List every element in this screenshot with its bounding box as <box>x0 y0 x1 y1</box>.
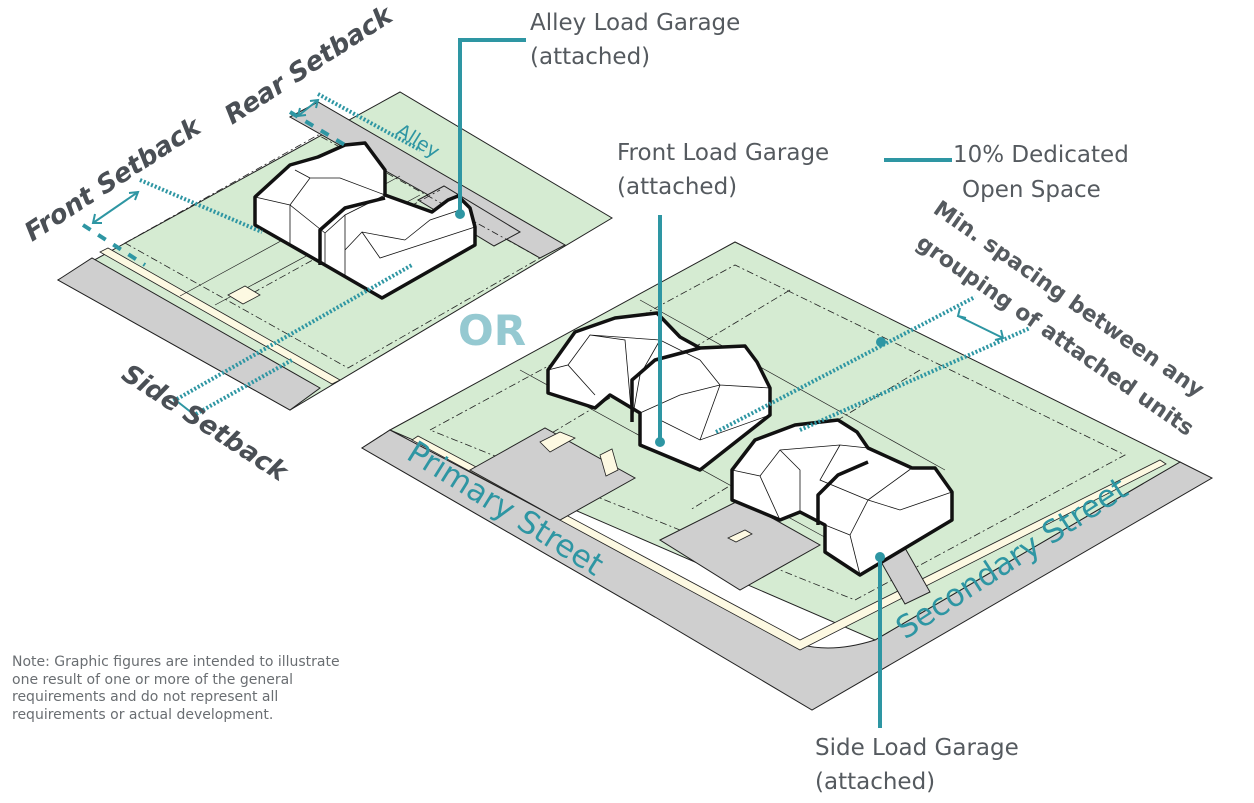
front-load-driveway <box>468 427 637 521</box>
corner-parcel <box>361 241 1214 711</box>
corner-lot-line <box>639 299 946 471</box>
alley-garage-marker <box>455 209 465 219</box>
alley-parcel-walkway <box>227 285 261 305</box>
spacing-arrow <box>957 315 1004 339</box>
house-roof-ridge <box>731 444 953 576</box>
side-setback-dimension <box>169 263 413 416</box>
open-space-label-line1: 10% Dedicated <box>953 142 1129 168</box>
front-setback-ticks <box>81 223 147 267</box>
front-garage-label-line2: (attached) <box>617 174 737 200</box>
front-garage-label-line1: Front Load Garage <box>617 140 829 166</box>
spacing-line-1 <box>715 295 976 434</box>
rear-setback-dimension <box>288 92 421 152</box>
arrowhead-icon <box>296 98 320 118</box>
side-garage-label-line2: (attached) <box>815 769 935 795</box>
rear-setback-line <box>317 92 421 152</box>
house-roof-ridge <box>254 169 476 276</box>
alley-parcel-street <box>57 257 321 411</box>
alley-load-house <box>253 141 477 300</box>
front-garage-marker <box>655 437 665 447</box>
side-setback-line-1 <box>169 263 413 405</box>
alley-load-parcel <box>56 91 613 411</box>
disclaimer-note: Note: Graphic figures are intended to il… <box>12 654 340 723</box>
side-setback-arrow <box>177 401 193 414</box>
side-garage-marker <box>875 552 885 562</box>
side-load-driveway <box>658 499 822 591</box>
alley-load-house-outline <box>318 196 386 265</box>
alley-garage-leader <box>458 38 526 212</box>
arrowhead-icon <box>956 307 1005 341</box>
front-load-house-outline <box>630 346 701 422</box>
spacing-line-2 <box>799 326 1031 432</box>
rear-setback-arrow <box>297 99 319 117</box>
side-load-house-outline <box>816 460 869 525</box>
alley-parcel-sidewalk <box>99 247 341 385</box>
corner-sidewalk <box>411 435 1167 651</box>
arrowhead-icon <box>91 190 140 224</box>
front-setback-dimension <box>81 178 263 267</box>
side-garage-label-line1: Side Load Garage <box>815 735 1019 761</box>
driveway-walk <box>539 431 753 543</box>
front-setback-arrow <box>92 191 139 224</box>
alley-garage-label-line1: Alley Load Garage <box>530 10 740 36</box>
alley-garage-label-line2: (attached) <box>530 44 650 70</box>
open-space-label-line2: Open Space <box>962 177 1101 203</box>
or-divider-text: OR <box>458 306 526 355</box>
min-spacing-dimension <box>715 295 1031 434</box>
alley-parcel-building-envelope <box>124 134 541 369</box>
